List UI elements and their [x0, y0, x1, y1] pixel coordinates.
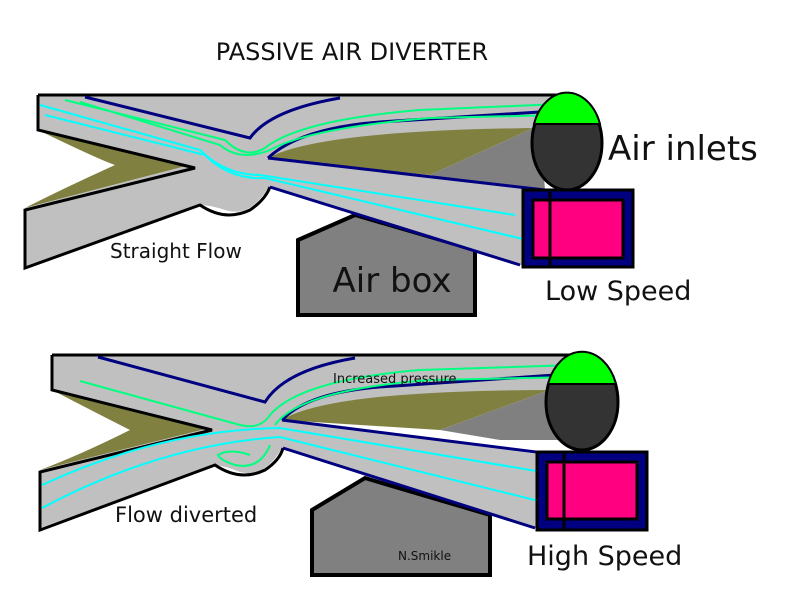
duct-body-bottom	[40, 355, 585, 530]
flow-diverted-label: Flow diverted	[115, 503, 257, 527]
grey-wedge-top	[430, 125, 545, 190]
high-speed-label: High Speed	[527, 541, 682, 572]
air-inlets-label: Air inlets	[608, 129, 758, 169]
bottom-diagram: N.Smikle Increased pressure Flow diverte…	[38, 350, 682, 577]
author-credit: N.Smikle	[398, 549, 451, 563]
air-inlet-bottom	[544, 350, 620, 452]
straight-flow-label: Straight Flow	[110, 239, 242, 263]
airbox-top	[296, 212, 477, 317]
airbox-label-top: Air box	[333, 261, 452, 301]
low-speed-label: Low Speed	[545, 276, 691, 307]
top-diagram: Air box Air inlets Straight Flow	[23, 91, 758, 317]
airbox-bottom	[310, 475, 492, 577]
duct-outline-top	[23, 95, 272, 271]
increased-pressure-label: Increased pressure	[333, 372, 457, 387]
diagram-title: PASSIVE AIR DIVERTER	[216, 38, 488, 66]
olive-wedge-left-top	[25, 130, 190, 208]
air-inlet-top	[530, 91, 604, 192]
